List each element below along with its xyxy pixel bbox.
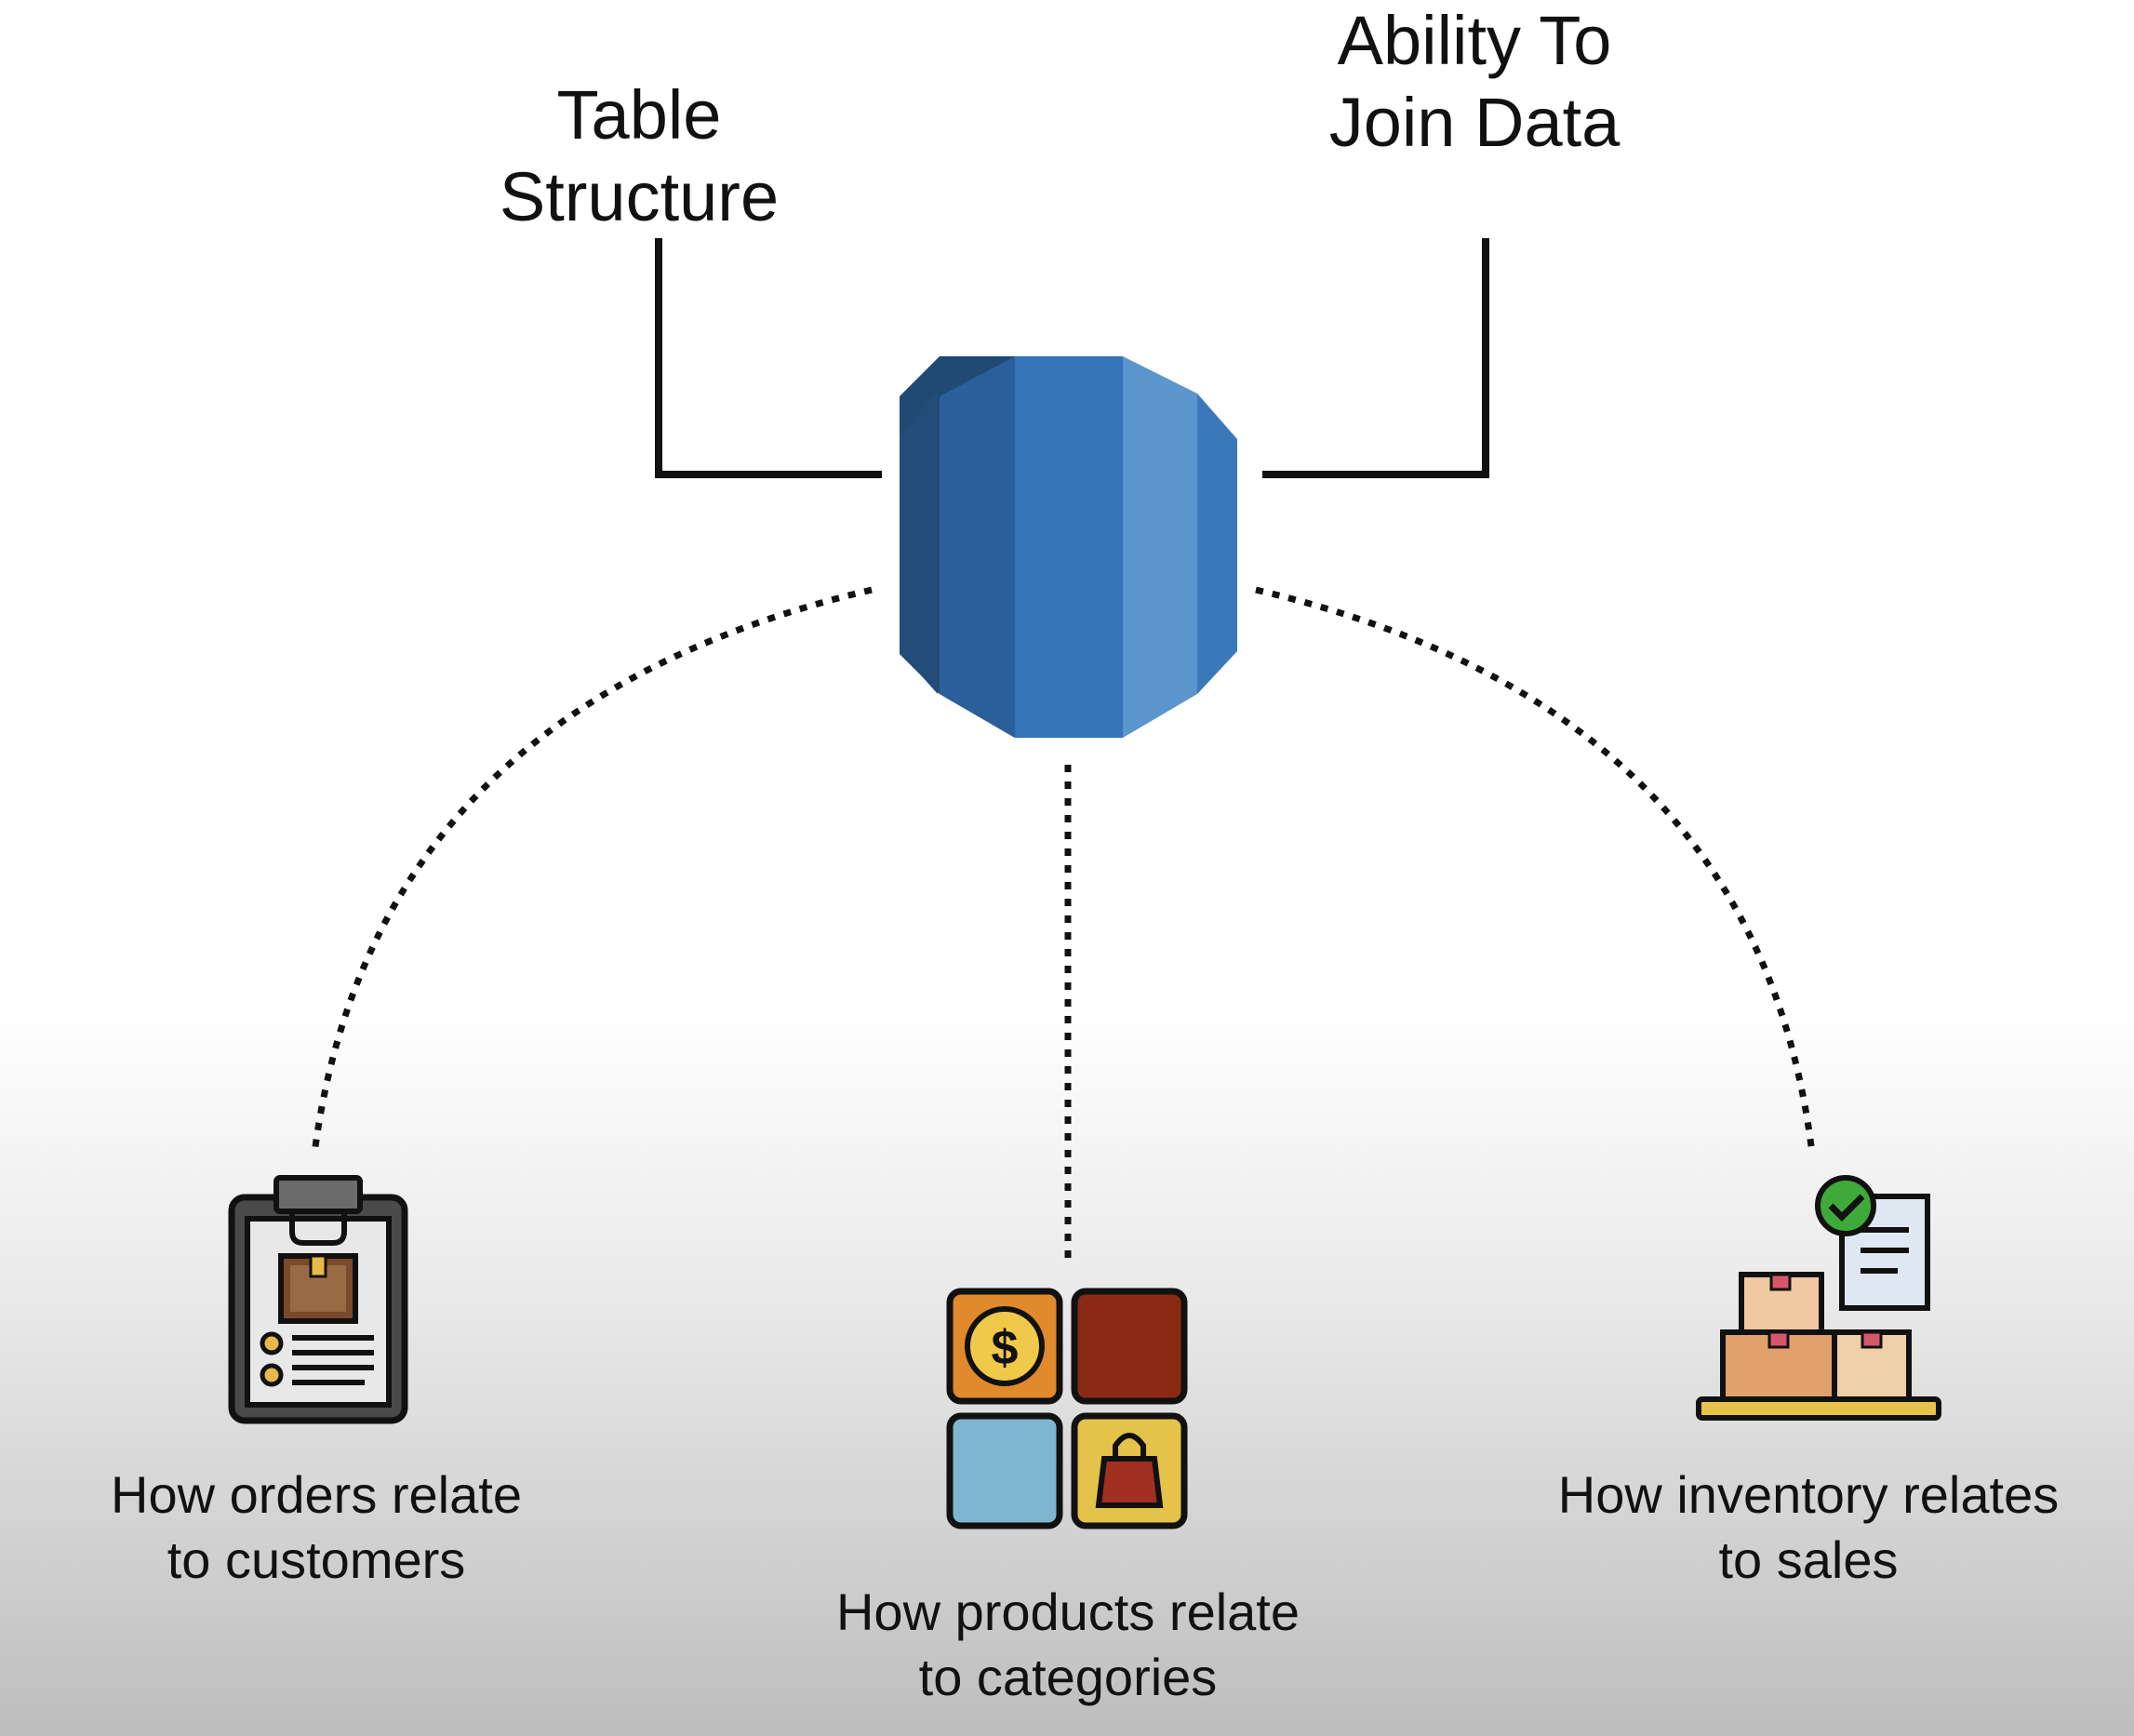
label-line: to sales [1718, 1530, 1899, 1589]
connector-inventory-sales [1255, 586, 1816, 1155]
connector-join-data [1262, 238, 1489, 478]
label-inventory-sales: How inventory relates to sales [1483, 1462, 2134, 1593]
database-icon [900, 356, 1237, 738]
label-line: Table [556, 76, 722, 154]
label-line: to categories [918, 1648, 1218, 1706]
clipboard-package-icon [228, 1175, 408, 1424]
label-line: How inventory relates [1557, 1465, 2060, 1524]
label-line: to customers [167, 1530, 466, 1589]
label-line: How orders relate [111, 1465, 522, 1524]
label-line: Structure [499, 158, 780, 235]
connector-orders-customers [311, 586, 873, 1155]
label-orders-customers: How orders relate to customers [37, 1462, 595, 1593]
label-products-categories: How products relate to categories [742, 1580, 1394, 1710]
connector-table-structure [655, 238, 882, 478]
label-table-structure: Table Structure [453, 74, 825, 238]
svg-text:$: $ [992, 1321, 1019, 1375]
label-line: Join Data [1328, 84, 1621, 161]
label-join-data: Ability To Join Data [1288, 0, 1661, 164]
label-line: Ability To [1337, 2, 1612, 79]
inventory-boxes-icon [1696, 1175, 1941, 1421]
label-line: How products relate [835, 1582, 1300, 1641]
product-categories-grid-icon: $ [946, 1288, 1188, 1529]
